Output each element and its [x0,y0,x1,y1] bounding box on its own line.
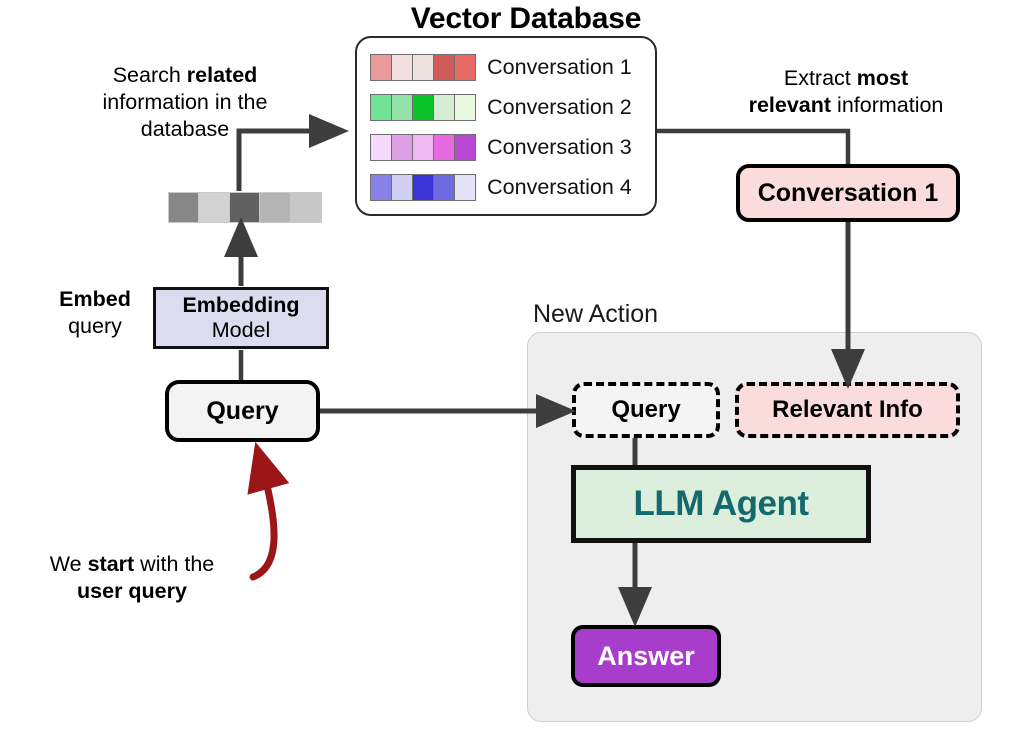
annotation-extract-line2-bold: relevant [748,93,832,117]
annotation-start-line1-post: with the [134,552,215,576]
vector-cell [370,54,393,81]
vector-swatches [370,174,477,201]
vector-cell [411,54,435,81]
embedding-model-line1: Embedding [182,293,300,317]
vector-row: Conversation 1 [370,54,632,81]
query-vector-cell [198,192,231,223]
conversation-1-box[interactable]: Conversation 1 [736,164,960,222]
vector-cell [453,94,477,121]
annotation-search-line2: information in the [102,90,268,114]
vector-cell [432,54,456,81]
page-title: Vector Database [410,2,642,35]
new-action-label: New Action [533,300,659,328]
vector-database-card: Conversation 1 Conversation 2 Conversati… [355,36,657,216]
vector-swatches [370,94,477,121]
vector-row-label: Conversation 4 [487,175,632,199]
vector-cell [453,54,477,81]
query-vector-cell [289,192,322,223]
line-database-to-conversation1 [657,128,851,164]
vector-swatches [370,54,477,81]
query-dashed-box[interactable]: Query [572,382,720,438]
vector-cell [432,134,456,161]
vector-cell [411,94,435,121]
annotation-start-line2-bold: user query [77,579,187,603]
vector-cell [370,174,393,201]
query-vector-cell [259,192,292,223]
vector-row-label: Conversation 2 [487,95,632,119]
query-vector-cell [168,192,200,223]
vector-cell [390,174,414,201]
vector-cell [390,134,414,161]
vector-cell [453,134,477,161]
vector-cell [370,134,393,161]
annotation-search-line1-pre: Search [112,63,187,87]
vector-row: Conversation 4 [370,174,632,201]
vector-row-label: Conversation 3 [487,135,632,159]
annotation-embed: Embed query [34,286,156,340]
relevant-info-box[interactable]: Relevant Info [735,382,960,438]
annotation-start: We start with the user query [22,551,242,605]
vector-cell [411,134,435,161]
embedding-model-line2: Model [211,318,271,342]
answer-box[interactable]: Answer [571,625,721,687]
annotation-extract-line1-bold: most [856,66,909,90]
vector-cell [432,94,456,121]
vector-row-label: Conversation 1 [487,55,632,79]
vector-row: Conversation 2 [370,94,632,121]
vector-cell [411,174,435,201]
annotation-extract-line2-post: information [831,93,944,117]
annotation-start-line1-bold: start [87,552,135,576]
annotation-search-line1-bold: related [186,63,258,87]
vector-cell [390,94,414,121]
annotation-extract: Extract most relevant information [716,65,976,119]
arrow-user-query-highlight [247,441,290,581]
vector-cell [453,174,477,201]
annotation-extract-line1-pre: Extract [783,66,857,90]
embedding-model-box[interactable]: Embedding Model [153,287,329,349]
vector-row: Conversation 3 [370,134,632,161]
annotation-start-line1-pre: We [49,552,88,576]
vector-cell [370,94,393,121]
annotation-search-line3: database [140,117,230,141]
query-vector-cell [228,192,261,223]
vector-swatches [370,134,477,161]
llm-agent-box[interactable]: LLM Agent [571,465,871,543]
vector-cell [432,174,456,201]
vector-cell [390,54,414,81]
annotation-embed-line1: Embed [59,287,131,311]
query-box[interactable]: Query [165,380,320,442]
annotation-search: Search related information in the databa… [60,62,310,143]
query-embedding-vector [168,192,322,223]
annotation-embed-line2: query [68,314,122,338]
